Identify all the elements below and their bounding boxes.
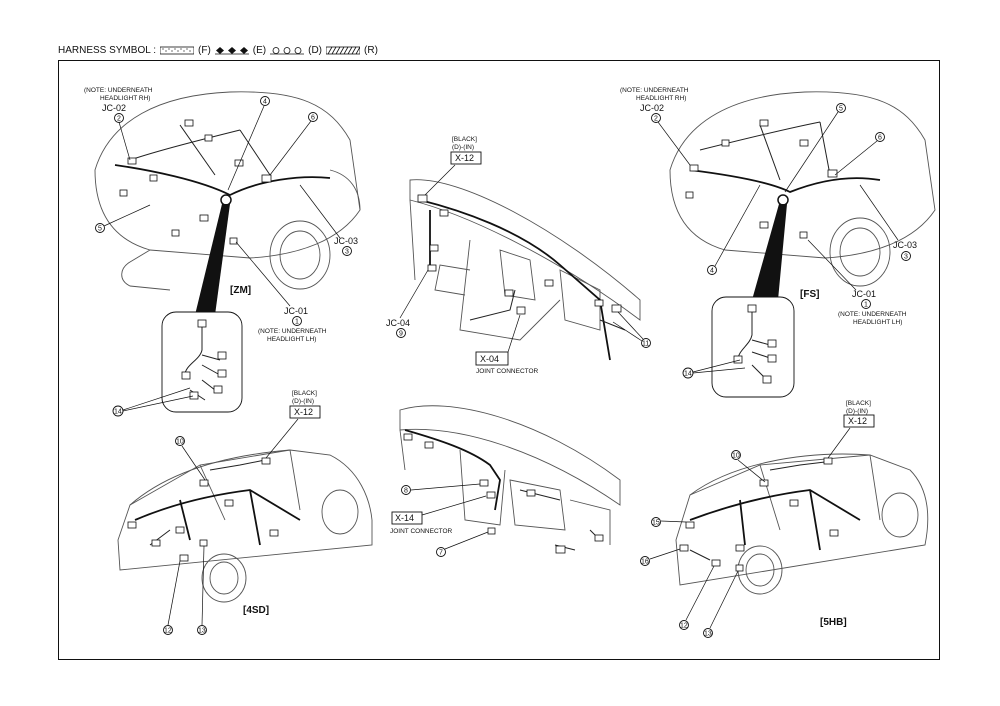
fs-callout-3: 3 (904, 254, 908, 261)
fs-callout-6: 6 (878, 135, 882, 142)
zm-jc01-label: JC-01 (284, 306, 308, 316)
zm-jc02-label: JC-02 (102, 103, 126, 113)
circle-chain-icon (270, 46, 305, 54)
hb5-callout-15: 15 (652, 520, 660, 527)
dash-x12-note-2: (D)-(IN) (452, 144, 474, 151)
dash-x12-note-1: [BLACK] (452, 136, 477, 143)
zm-note-rh-2: HEADLIGHT RH) (100, 95, 150, 102)
hb5-callout-13: 13 (704, 631, 712, 638)
sd4-x12-note-2: (D)-(IN) (292, 398, 314, 405)
hb5-body-view: [BLACK] (D)-(IN) X-12 10 15 16 12 13 [5H… (640, 400, 929, 638)
hb5-callout-10: 10 (732, 453, 740, 460)
legend-title: HARNESS SYMBOL : (58, 44, 156, 56)
center-callout-8: 8 (404, 488, 408, 495)
fs-note-lh-1: (NOTE: UNDERNEATH (838, 311, 907, 318)
zm-callout-5: 5 (98, 226, 102, 233)
fs-callout-4: 4 (710, 268, 714, 275)
hatched-band-icon (326, 46, 361, 54)
fs-engine-view: (NOTE: UNDERNEATH HEADLIGHT RH) JC-02 2 … (620, 87, 936, 398)
zm-callout-6: 6 (311, 115, 315, 122)
zm-callout-4: 4 (263, 99, 267, 106)
dash-view: [BLACK] (D)-(IN) X-12 JC-04 9 11 X-04 JO… (386, 136, 651, 375)
fs-title: [FS] (800, 289, 819, 300)
harness-symbol-legend: HARNESS SYMBOL : (F) (E) (D) (R) (58, 42, 378, 58)
dash-x04-label: X-04 (480, 354, 499, 364)
legend-code-r: (R) (364, 44, 378, 56)
legend-code-e: (E) (252, 44, 267, 56)
zm-callout-1: 1 (295, 319, 299, 326)
sd4-callout-13: 13 (198, 628, 206, 635)
hb5-title: [5HB] (820, 617, 847, 628)
legend-code-d: (D) (308, 44, 323, 56)
center-x14-sub: JOINT CONNECTOR (390, 528, 453, 535)
dash-x04-sub: JOINT CONNECTOR (476, 368, 539, 375)
zm-engine-view: (NOTE: UNDERNEATH HEADLIGHT RH) JC-02 2 … (84, 87, 361, 417)
zm-title: [ZM] (230, 285, 251, 296)
diagram-frame (58, 60, 940, 660)
zm-note-lh-2: HEADLIGHT LH) (267, 336, 316, 343)
sd4-x12-note-1: [BLACK] (292, 390, 317, 397)
sd4-callout-10: 10 (176, 439, 184, 446)
fs-note-rh-1: (NOTE: UNDERNEATH (620, 87, 689, 94)
zm-note-rh-1: (NOTE: UNDERNEATH (84, 87, 153, 94)
fs-callout-14: 14 (684, 371, 692, 378)
hb5-callout-16: 16 (641, 559, 649, 566)
dash-x12-label: X-12 (455, 153, 474, 163)
zm-jc03-label: JC-03 (334, 236, 358, 246)
center-dash-view: 8 X-14 JOINT CONNECTOR 7 (390, 405, 621, 557)
dash-jc04-label: JC-04 (386, 318, 410, 328)
fs-callout-5: 5 (839, 106, 843, 113)
hb5-x12-note-1: [BLACK] (846, 400, 871, 407)
sd4-callout-12: 12 (164, 628, 172, 635)
fs-callout-1: 1 (864, 302, 868, 309)
hb5-x12-note-2: (D)-(IN) (846, 408, 868, 415)
hb5-callout-12: 12 (680, 623, 688, 630)
center-callout-7: 7 (439, 550, 443, 557)
sd4-body-view: [BLACK] (D)-(IN) X-12 10 [4SD] 12 13 (117, 390, 373, 635)
fs-jc03-label: JC-03 (893, 240, 917, 250)
diamond-chain-icon (214, 46, 249, 54)
dotted-band-icon (160, 46, 194, 54)
zm-note-lh-1: (NOTE: UNDERNEATH (258, 328, 327, 335)
sd4-title: [4SD] (243, 605, 269, 616)
fs-note-lh-2: HEADLIGHT LH) (853, 319, 902, 326)
dash-callout-11: 11 (642, 341, 649, 348)
zm-callout-2: 2 (117, 116, 121, 123)
legend-code-f: (F) (198, 44, 211, 56)
dash-callout-9: 9 (399, 331, 403, 338)
hb5-x12-label: X-12 (848, 416, 867, 426)
fs-callout-2: 2 (654, 116, 658, 123)
fs-note-rh-2: HEADLIGHT RH) (636, 95, 686, 102)
sd4-x12-label: X-12 (294, 407, 313, 417)
zm-callout-14: 14 (114, 409, 122, 416)
zm-callout-3: 3 (345, 249, 349, 256)
fs-jc01-label: JC-01 (852, 289, 876, 299)
fs-jc02-label: JC-02 (640, 103, 664, 113)
center-x14-label: X-14 (395, 513, 414, 523)
